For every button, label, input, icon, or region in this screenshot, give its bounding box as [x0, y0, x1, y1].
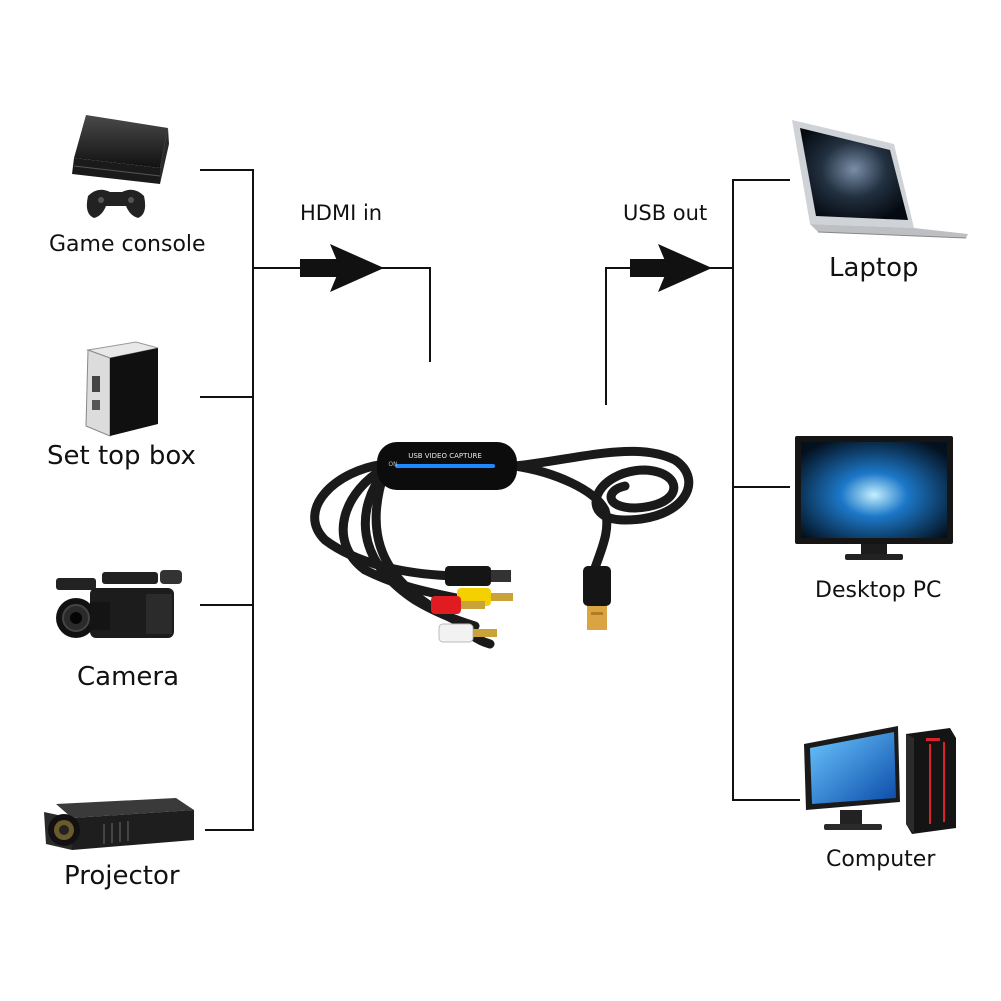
input-device-label-set-top-box: Set top box [47, 441, 196, 471]
usb-out-arrow-icon [630, 244, 712, 292]
game-console-icon [72, 115, 169, 218]
output-device-label-laptop: Laptop [829, 253, 919, 283]
input-bus-line [200, 169, 254, 831]
output-bus-line [732, 179, 800, 801]
hdmi-in-label: HDMI in [300, 201, 383, 225]
input-device-label-game-console: Game console [49, 232, 206, 257]
usb-out-label: USB out [623, 201, 708, 225]
usb-video-capture-cable-icon: USB VIDEO CAPTURE ON [310, 442, 694, 649]
desktop-pc-icon [795, 436, 953, 560]
laptop-icon [792, 120, 968, 239]
computer-tower-icon [804, 726, 956, 834]
camera-icon [56, 570, 182, 638]
input-device-label-projector: Projector [64, 861, 180, 891]
output-device-label-desktop-pc: Desktop PC [815, 578, 942, 603]
hdmi-drop-line [380, 267, 431, 362]
output-device-label-computer: Computer [826, 847, 936, 872]
capture-housing-text: USB VIDEO CAPTURE [408, 452, 482, 460]
projector-icon [44, 798, 194, 850]
usb-rise-line [605, 267, 660, 405]
input-device-label-camera: Camera [77, 662, 180, 692]
hdmi-in-arrow-icon [300, 244, 384, 292]
capture-side-text: ON [388, 461, 397, 468]
set-top-box-icon [85, 341, 159, 437]
